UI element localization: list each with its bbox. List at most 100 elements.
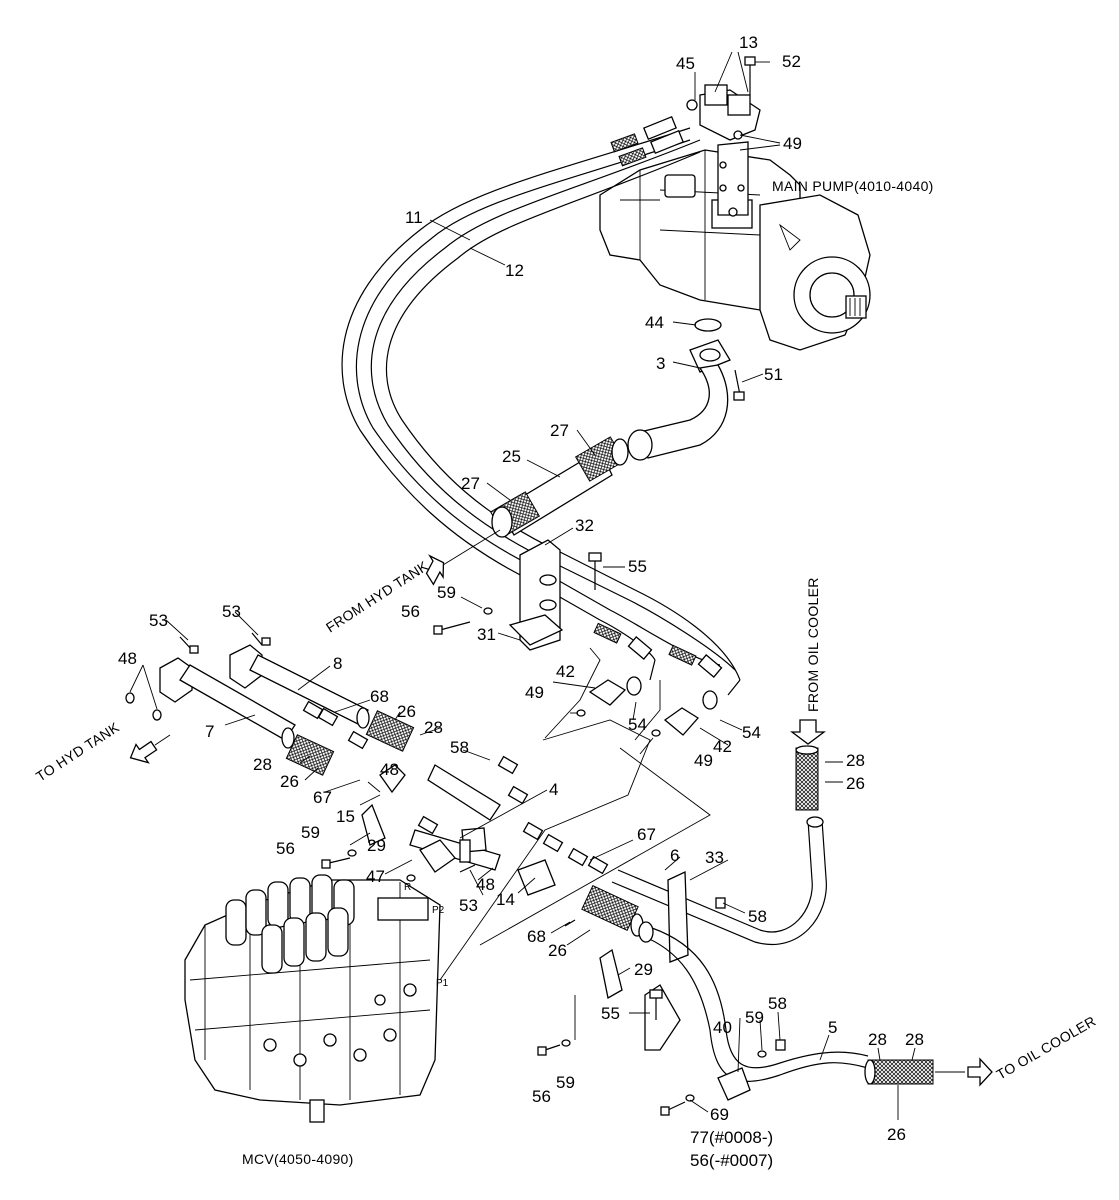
part-number: 52 [782, 52, 801, 71]
mcv-label: MCV(4050-4090) [242, 1151, 354, 1167]
part-number: 55 [601, 1004, 620, 1023]
hose-11-12 [341, 127, 741, 681]
part-number: 53 [222, 602, 241, 621]
part-number: 27 [461, 474, 480, 493]
from-oil-cooler-label: FROM OIL COOLER [805, 577, 821, 712]
part-number: 53 [149, 611, 168, 630]
valve-block-13 [686, 84, 761, 141]
part-number: 48 [380, 760, 399, 779]
part-number: 6 [670, 846, 679, 865]
to-hyd-tank-label: TO HYD TANK [33, 719, 122, 785]
part-number: 58 [768, 994, 787, 1013]
part-number: 4 [549, 780, 558, 799]
pipe-5 [638, 921, 934, 1085]
part-number: 49 [783, 134, 802, 153]
part-number: 55 [628, 557, 647, 576]
pipe-3 [627, 339, 731, 461]
part-number: 42 [713, 737, 732, 756]
part-number: 29 [367, 836, 386, 855]
bolt-55-lower [649, 989, 663, 1020]
part-number: 3 [656, 354, 665, 373]
part-number: 53 [459, 896, 478, 915]
hose-fittings-top [610, 115, 685, 167]
part-number: 54 [742, 723, 761, 742]
part-number: 68 [370, 687, 389, 706]
part-number: 48 [118, 649, 137, 668]
main-pump-drawing [599, 141, 871, 351]
bracket-40 [717, 1067, 751, 1101]
part-number: 45 [676, 54, 695, 73]
part-number: 31 [477, 625, 496, 644]
bracket-32 [508, 539, 564, 651]
part-number: 59 [437, 583, 456, 602]
port-p1-label: P1 [436, 978, 449, 989]
fasteners [179, 607, 786, 1116]
part-number: 40 [713, 1018, 732, 1037]
part-number: 67 [637, 825, 656, 844]
bolt-55-top [588, 552, 602, 590]
fittings-cluster [302, 700, 609, 875]
part-number: 8 [333, 654, 342, 673]
part-number: 26 [397, 702, 416, 721]
arrow-from-hyd-tank [425, 529, 501, 586]
part-number: 33 [705, 848, 724, 867]
part-number: 32 [575, 516, 594, 535]
mcv-spools [225, 874, 355, 974]
part-number: 28 [424, 718, 443, 737]
arrow-to-hyd-tank [129, 734, 171, 764]
mcv-drawing [184, 874, 441, 1123]
part-number: 59 [745, 1008, 764, 1027]
part-number: 44 [645, 313, 664, 332]
part-number: 27 [550, 421, 569, 440]
to-oil-cooler-label: TO OIL COOLER [994, 1013, 1099, 1083]
part-number: 26 [280, 772, 299, 791]
part-number: 14 [496, 890, 515, 909]
connector-lines [439, 647, 711, 1040]
hose-fittings-lower [593, 622, 741, 696]
part-number: 25 [502, 447, 521, 466]
part-number: 11 [405, 208, 423, 227]
part-number: 49 [525, 683, 544, 702]
part-number: 56 [401, 602, 420, 621]
note-77: 77(#0008-) [690, 1128, 773, 1147]
bolt-51 [733, 369, 745, 401]
part-number: 28 [905, 1030, 924, 1049]
part-number: 7 [205, 722, 214, 741]
part-number: 29 [634, 960, 653, 979]
bolt-52 [744, 56, 756, 95]
part-number: 49 [694, 751, 713, 770]
part-number: 26 [887, 1125, 906, 1144]
bracket-33 [667, 870, 689, 963]
hose-25 [489, 436, 629, 538]
part-number: 56 [532, 1087, 551, 1106]
main-pump-label: MAIN PUMP(4010-4040) [772, 178, 934, 194]
leader-lines [129, 51, 965, 1120]
coupling-26-lower [581, 884, 644, 937]
part-number: 58 [450, 738, 469, 757]
o-ring-44 [694, 318, 722, 332]
part-number: 15 [336, 807, 355, 826]
coupling-from-oil-cooler [795, 745, 819, 811]
bracket-29-lower [599, 948, 681, 1051]
part-number: 56 [276, 839, 295, 858]
arrow-to-oil-cooler [967, 1057, 993, 1087]
part-number: 58 [748, 907, 767, 926]
part-number: 47 [366, 867, 385, 886]
split-flanges-42 [588, 676, 718, 736]
part-number: 26 [548, 941, 567, 960]
part-number: 12 [505, 261, 524, 280]
part-number: 28 [253, 755, 272, 774]
part-number: 5 [828, 1018, 837, 1037]
part-number: 54 [628, 715, 647, 734]
pipes-7-8 [125, 644, 415, 776]
part-number-labels: 13 52 45 49 11 12 44 3 51 27 25 27 32 55… [118, 33, 924, 1144]
part-number: 28 [868, 1030, 887, 1049]
from-hyd-tank-label: FROM HYD TANK [323, 557, 431, 635]
part-number: 13 [739, 33, 758, 52]
part-number: 59 [556, 1073, 575, 1092]
port-r-label: R [404, 882, 411, 893]
port-p2-label: P2 [432, 905, 445, 916]
part-number: 42 [556, 662, 575, 681]
part-number: 48 [476, 875, 495, 894]
